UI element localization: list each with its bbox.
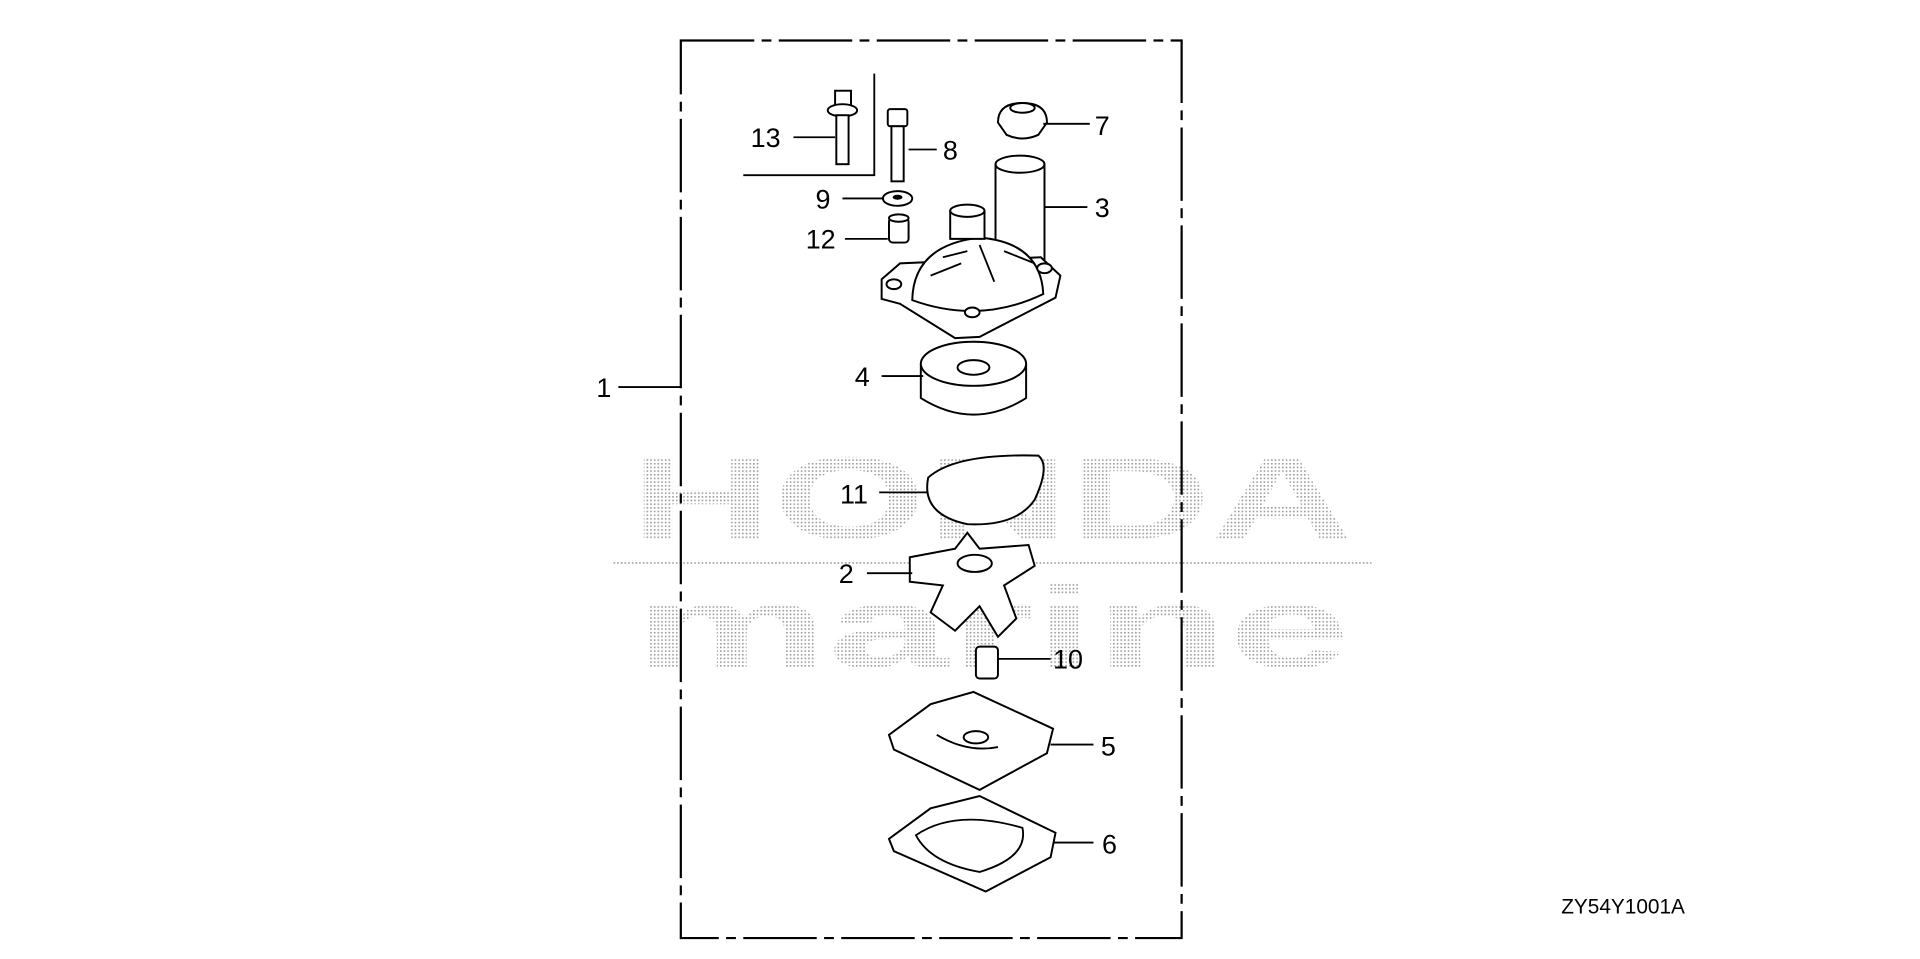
water-pump-housing-3: [880, 154, 1062, 340]
callout-2[interactable]: 2: [839, 559, 854, 589]
gasket-6: [887, 794, 1057, 893]
flange-bolt-13: [826, 89, 859, 166]
kit-boundary-frame: [679, 39, 1183, 940]
diagram-code: ZY54Y1001A: [1561, 896, 1685, 919]
callout-11[interactable]: 11: [840, 479, 868, 509]
key-10: [974, 645, 999, 680]
callout-13[interactable]: 13: [751, 123, 781, 153]
callout-9[interactable]: 9: [816, 184, 831, 214]
callout-8[interactable]: 8: [943, 135, 958, 165]
callout-5[interactable]: 5: [1101, 732, 1116, 762]
collar-12: [888, 213, 910, 244]
impeller-liner-4: [919, 340, 1028, 416]
wear-plate-5: [887, 690, 1055, 792]
bolt-group-bracket: [743, 73, 876, 177]
grommet-7: [996, 101, 1048, 140]
callout-12[interactable]: 12: [806, 225, 836, 255]
callout-3[interactable]: 3: [1095, 193, 1110, 223]
bolt-8: [886, 108, 909, 183]
callout-6[interactable]: 6: [1102, 830, 1117, 860]
impeller-2: [908, 531, 1036, 639]
washer-9: [881, 190, 914, 207]
seal-ring-11: [926, 454, 1045, 526]
callout-7[interactable]: 7: [1095, 111, 1110, 141]
leader-lines: [618, 122, 1094, 844]
callout-10[interactable]: 10: [1053, 645, 1083, 675]
callout-1[interactable]: 1: [596, 373, 611, 403]
callout-4[interactable]: 4: [855, 362, 870, 392]
